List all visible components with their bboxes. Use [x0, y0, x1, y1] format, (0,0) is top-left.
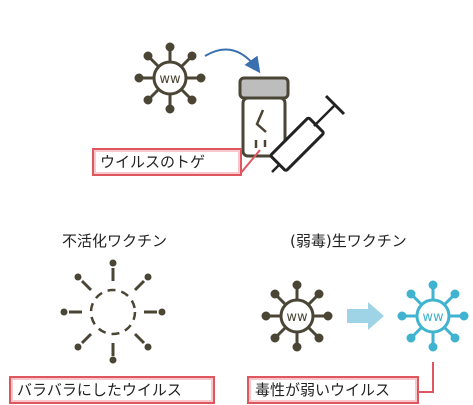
- inactivated-vaccine-title: 不活化ワクチン: [62, 232, 168, 250]
- spike-label-connector: [239, 149, 261, 175]
- block-arrow: [347, 302, 384, 330]
- broken-virus-icon: [60, 259, 166, 364]
- attenuated-virus-icon: [397, 280, 469, 352]
- inactivated-caption: バラバラにしたウイルス: [9, 376, 215, 404]
- syringe-icon: [269, 94, 346, 173]
- live-label-connector: [419, 362, 434, 393]
- live-caption: 毒性が弱いウイルス: [247, 376, 419, 404]
- curved-arrow: [204, 48, 261, 74]
- virus-core-text-top: ww: [159, 72, 181, 87]
- virus-core-text-live: ww: [286, 310, 308, 325]
- virus-icon-live: [261, 280, 333, 352]
- spike-label: ウイルスのトゲ: [92, 148, 242, 176]
- live-vaccine-title: (弱毒)生ワクチン: [290, 232, 407, 250]
- vial-icon: [238, 76, 290, 158]
- virus-icon-top: [134, 42, 206, 114]
- virus-core-text-attenuated: ww: [422, 310, 444, 325]
